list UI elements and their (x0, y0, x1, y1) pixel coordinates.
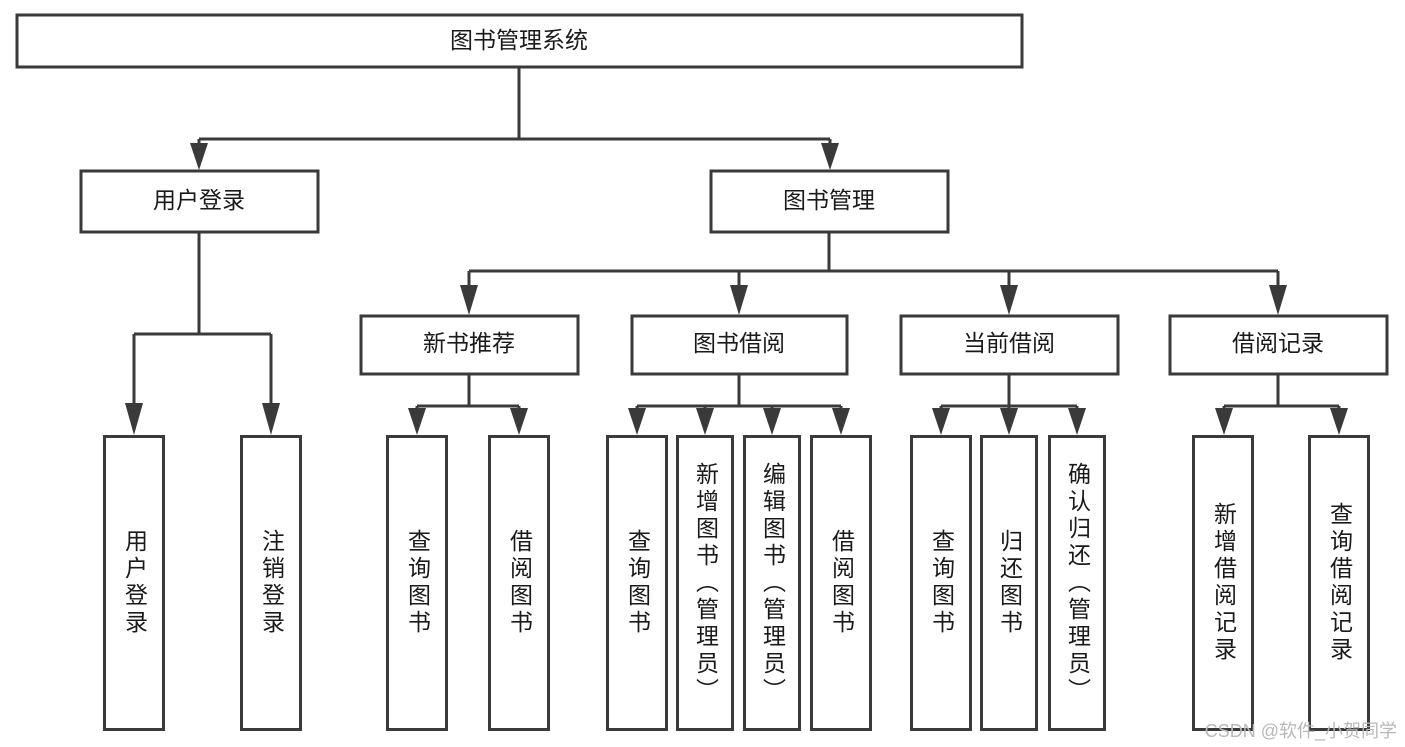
leaf-confirm-return-admin-label: 确认归还（管理员） (1064, 461, 1091, 705)
leaf-query-book-current: 查询图书 (910, 435, 972, 731)
book-borrow-label: 图书借阅 (693, 330, 785, 356)
current-borrow-label: 当前借阅 (963, 330, 1055, 356)
book-borrow-box (630, 314, 849, 376)
leaf-borrow-book-borrow-label: 借阅图书 (828, 529, 855, 637)
leaf-return-book-current: 归还图书 (980, 435, 1038, 731)
leaf-add-book-admin: 新增图书（管理员） (676, 435, 734, 731)
arrow-head-user-login (190, 143, 208, 170)
current-borrow-box (899, 314, 1120, 376)
leaf-query-book-current-label: 查询图书 (928, 529, 955, 637)
leaf-edit-book-admin-label: 编辑图书（管理员） (759, 461, 786, 705)
leaf-borrow-book-recommend: 借阅图书 (488, 435, 550, 731)
connector-book-management-to-level3 (460, 232, 1287, 315)
leaf-add-borrow-record-label: 新增借阅记录 (1210, 502, 1237, 664)
leaf-user-login-label: 用户登录 (121, 529, 148, 637)
node-book-management: 图书管理 (709, 169, 950, 234)
leaf-return-book-current-label: 归还图书 (996, 529, 1023, 637)
leaf-query-borrow-record-label: 查询借阅记录 (1326, 502, 1353, 664)
leaf-add-book-admin-label: 新增图书（管理员） (692, 461, 719, 705)
root-box (15, 13, 1024, 69)
leaf-query-book-borrow-label: 查询图书 (624, 529, 651, 637)
book-management-label: 图书管理 (783, 187, 875, 213)
user-login-label: 用户登录 (153, 187, 245, 213)
node-book-borrow: 图书借阅 (630, 314, 849, 376)
leaf-edit-book-admin: 编辑图书（管理员） (743, 435, 801, 731)
root-label: 图书管理系统 (450, 27, 588, 53)
leaf-confirm-return-admin: 确认归还（管理员） (1048, 435, 1106, 731)
leaf-query-book-borrow: 查询图书 (606, 435, 668, 731)
connector-current-borrow-to-leaves (932, 374, 1086, 435)
leaf-logout-login-label: 注销登录 (258, 529, 285, 637)
leaf-query-borrow-record: 查询借阅记录 (1308, 435, 1370, 731)
node-user-login: 用户登录 (79, 169, 320, 234)
leaf-query-book-recommend-label: 查询图书 (404, 529, 431, 637)
leaf-user-login: 用户登录 (103, 435, 165, 731)
leaf-add-borrow-record: 新增借阅记录 (1192, 435, 1254, 731)
arrow-head-book-management (821, 143, 839, 170)
node-root: 图书管理系统 (15, 13, 1024, 69)
node-new-book-recommend: 新书推荐 (359, 314, 580, 376)
connector-new-book-recommend-to-leaves (408, 374, 528, 435)
node-borrow-record: 借阅记录 (1168, 314, 1389, 376)
new-book-recommend-label: 新书推荐 (423, 330, 515, 356)
leaf-query-book-recommend: 查询图书 (386, 435, 448, 731)
new-book-recommend-box (359, 314, 580, 376)
borrow-record-label: 借阅记录 (1232, 330, 1324, 356)
connector-user-login-to-leaves (125, 232, 280, 435)
connector-root-to-level2 (190, 67, 839, 170)
leaf-borrow-book-recommend-label: 借阅图书 (506, 529, 533, 637)
connector-borrow-record-to-leaves (1215, 374, 1348, 435)
connector-book-borrow-to-leaves (628, 374, 850, 435)
leaf-logout-login: 注销登录 (240, 435, 302, 731)
leaf-borrow-book-borrow: 借阅图书 (810, 435, 872, 731)
node-current-borrow: 当前借阅 (899, 314, 1120, 376)
